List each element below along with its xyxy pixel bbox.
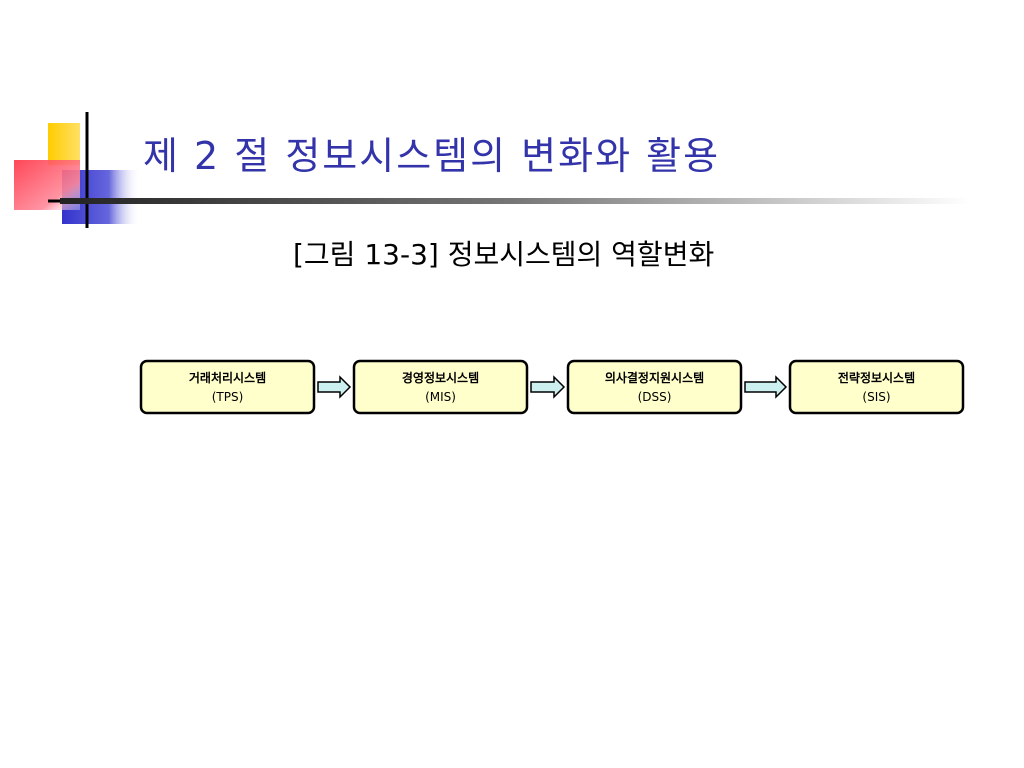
node-name: 전략정보시스템	[838, 370, 915, 385]
node-abbr: (TPS)	[212, 390, 244, 404]
figure-caption: [그림 13-3] 정보시스템의 역할변화	[293, 238, 715, 271]
node-box	[352, 359, 529, 415]
flow-arrow	[530, 375, 566, 399]
diagram-node: 거래처리시스템 (TPS)	[139, 359, 316, 415]
flow-arrow	[744, 375, 788, 399]
diagram-node: 경영정보시스템 (MIS)	[352, 359, 529, 415]
flow-arrow	[317, 375, 352, 399]
node-name: 경영정보시스템	[402, 370, 479, 385]
diagram-node: 의사결정지원시스템 (DSS)	[566, 359, 743, 415]
slide-title: 제 2 절 정보시스템의 변화와 활용	[143, 134, 721, 178]
diagram-node: 전략정보시스템 (SIS)	[788, 359, 965, 415]
node-name: 거래처리시스템	[189, 370, 266, 385]
node-abbr: (MIS)	[425, 390, 456, 404]
node-abbr: (DSS)	[638, 390, 672, 404]
deco-yellow-square	[48, 123, 80, 165]
node-box	[788, 359, 965, 415]
title-underline	[60, 198, 970, 204]
node-box	[566, 359, 743, 415]
node-box	[139, 359, 316, 415]
node-abbr: (SIS)	[862, 390, 890, 404]
node-name: 의사결정지원시스템	[605, 370, 704, 385]
